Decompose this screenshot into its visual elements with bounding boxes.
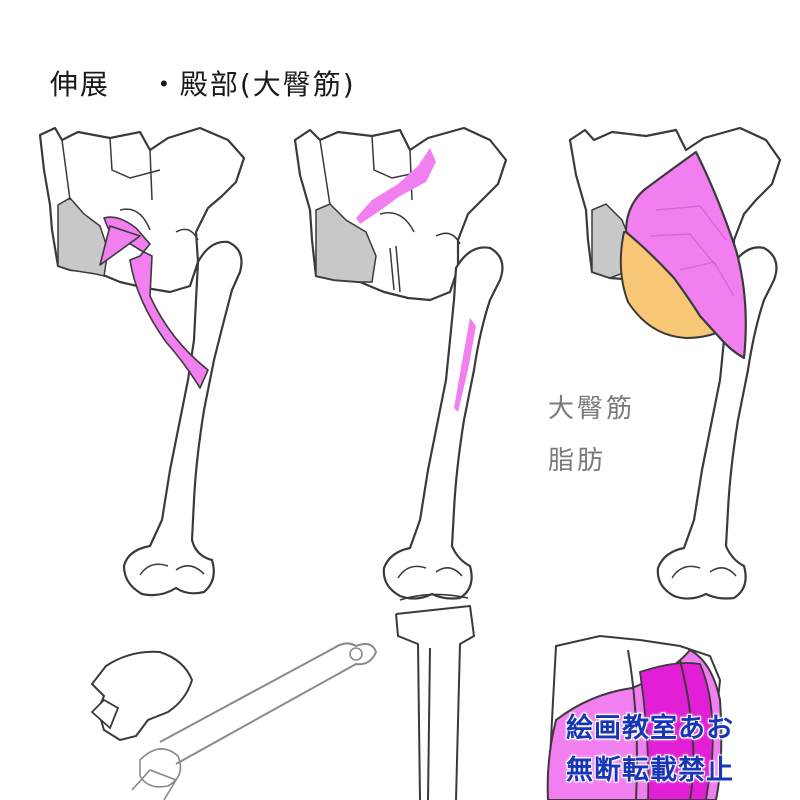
- page-title: 伸展 ・殿部(大臀筋): [28, 30, 356, 103]
- insertion-highlight: [454, 318, 476, 412]
- legend-fat-label: 脂肪: [548, 446, 607, 476]
- legend-muscle-label: 大臀筋: [548, 394, 636, 424]
- femur-condyle-3: [671, 565, 737, 579]
- femur-2: [382, 246, 504, 600]
- gluteus-closeup-dark: [638, 662, 714, 800]
- gluteus-maximus: [624, 150, 747, 360]
- title-left: 伸展: [49, 68, 110, 101]
- watermark-line-2: 無断転載禁止: [566, 755, 734, 786]
- femur-condyle-2: [397, 565, 463, 579]
- title-right: ・殿部(大臀筋): [149, 68, 356, 101]
- pelvis-sketch: [90, 650, 194, 742]
- panel-3-gluteus-and-fat: [568, 126, 782, 600]
- panel-1-extension-arrow: [38, 126, 246, 597]
- sacrum-shade-2: [315, 203, 377, 283]
- watermark-line-1: 絵画教室あお: [566, 713, 734, 744]
- panel-5-gluteus-closeup: [546, 634, 723, 800]
- femur-1: [122, 240, 243, 597]
- femur-condyle-1: [139, 563, 205, 576]
- origin-highlight: [356, 148, 436, 224]
- panel-4-motion-sketch: [90, 642, 378, 800]
- tibia-2: [395, 605, 475, 800]
- femur-sketch: [159, 642, 378, 765]
- femur-3: [656, 246, 778, 600]
- pelvis-detail-1: [61, 137, 199, 241]
- sacrum-shade-1: [57, 197, 109, 277]
- panel-2-attachments: [293, 126, 508, 800]
